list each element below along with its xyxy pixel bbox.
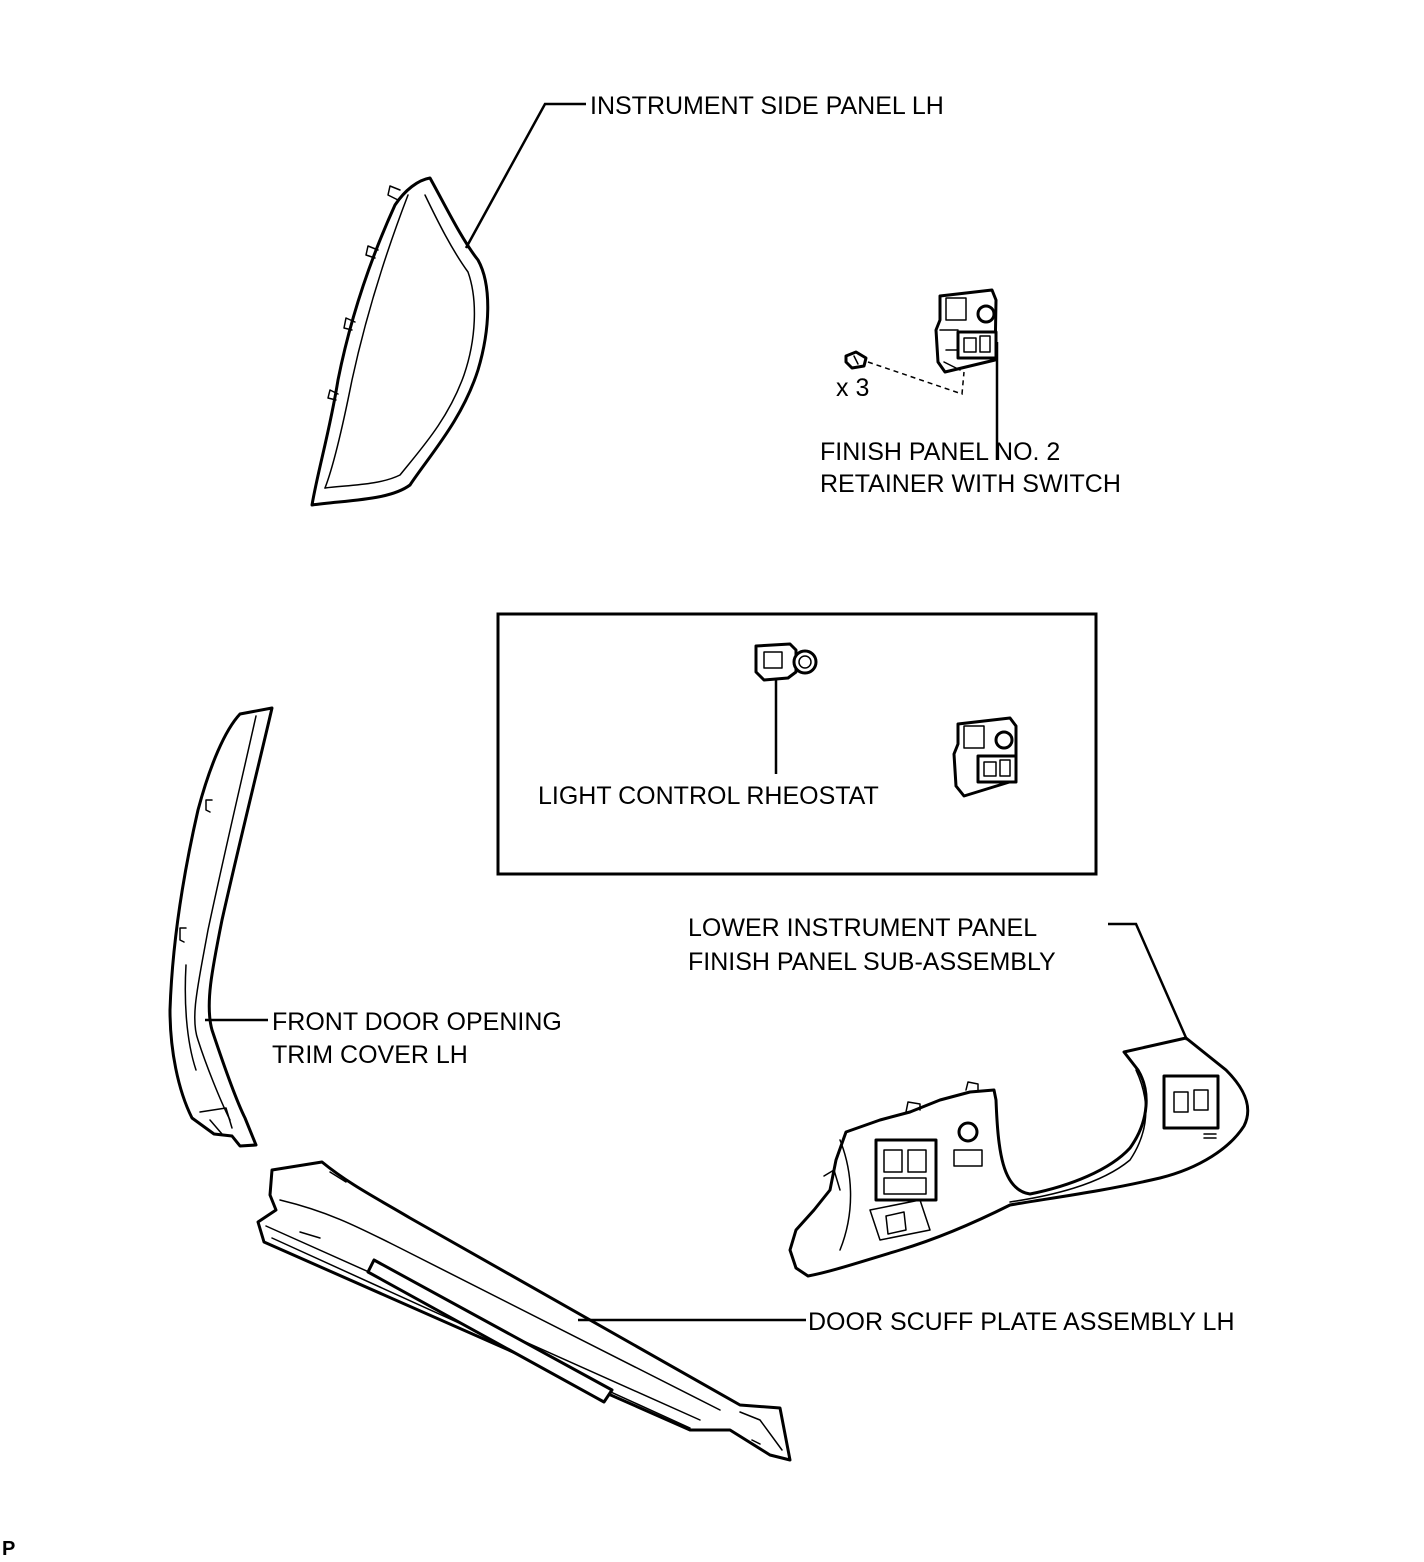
finish-panel-retainer-label-line2: RETAINER WITH SWITCH	[820, 470, 1121, 498]
inset-retainer-part	[952, 716, 1018, 798]
screw-quantity-label: x 3	[836, 374, 869, 402]
instrument-side-panel-leader	[464, 102, 586, 249]
front-door-opening-trim-label-line2: TRIM COVER LH	[272, 1041, 468, 1069]
lower-instrument-panel-part	[788, 1036, 1250, 1278]
door-scuff-plate-part	[256, 1160, 792, 1462]
screw-part	[844, 350, 868, 370]
instrument-side-panel-label: INSTRUMENT SIDE PANEL LH	[590, 92, 944, 120]
finish-panel-retainer-part	[934, 288, 998, 374]
front-door-opening-trim-label-line1: FRONT DOOR OPENING	[272, 1008, 562, 1036]
door-scuff-plate-label: DOOR SCUFF PLATE ASSEMBLY LH	[808, 1308, 1235, 1336]
front-door-opening-trim-part	[168, 706, 274, 1148]
figure-id: P	[2, 1538, 15, 1560]
screw-install-path	[867, 361, 965, 396]
finish-panel-retainer-label-line1: FINISH PANEL NO. 2	[820, 438, 1060, 466]
instrument-side-panel-part	[310, 176, 490, 507]
lower-instrument-panel-label-line1: LOWER INSTRUMENT PANEL	[688, 914, 1037, 942]
lower-instrument-panel-leader	[1108, 922, 1189, 1041]
light-control-rheostat-part	[754, 642, 818, 682]
light-control-rheostat-label: LIGHT CONTROL RHEOSTAT	[538, 782, 879, 810]
detail-inset-box	[496, 612, 1098, 876]
lower-instrument-panel-label-line2: FINISH PANEL SUB-ASSEMBLY	[688, 948, 1056, 976]
